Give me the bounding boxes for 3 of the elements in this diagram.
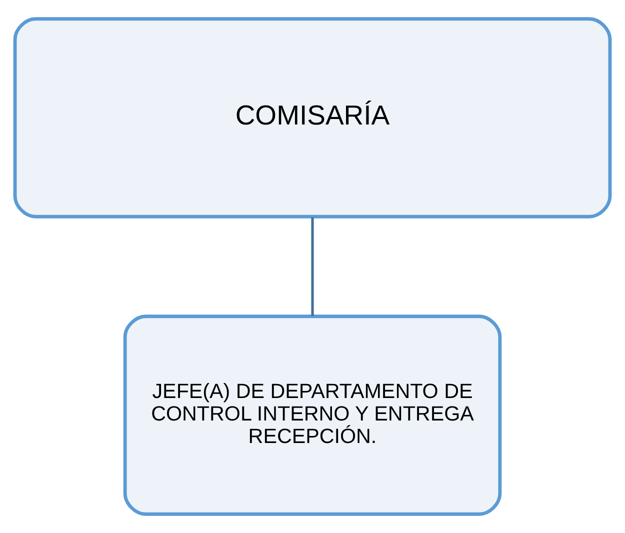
node-box: JEFE(A) DE DEPARTAMENTO DE CONTROL INTERNO Y ENTREGA RECEPCIÓN.: [123, 314, 502, 516]
node-box: COMISARÍA: [13, 17, 612, 218]
connector: [311, 217, 314, 316]
